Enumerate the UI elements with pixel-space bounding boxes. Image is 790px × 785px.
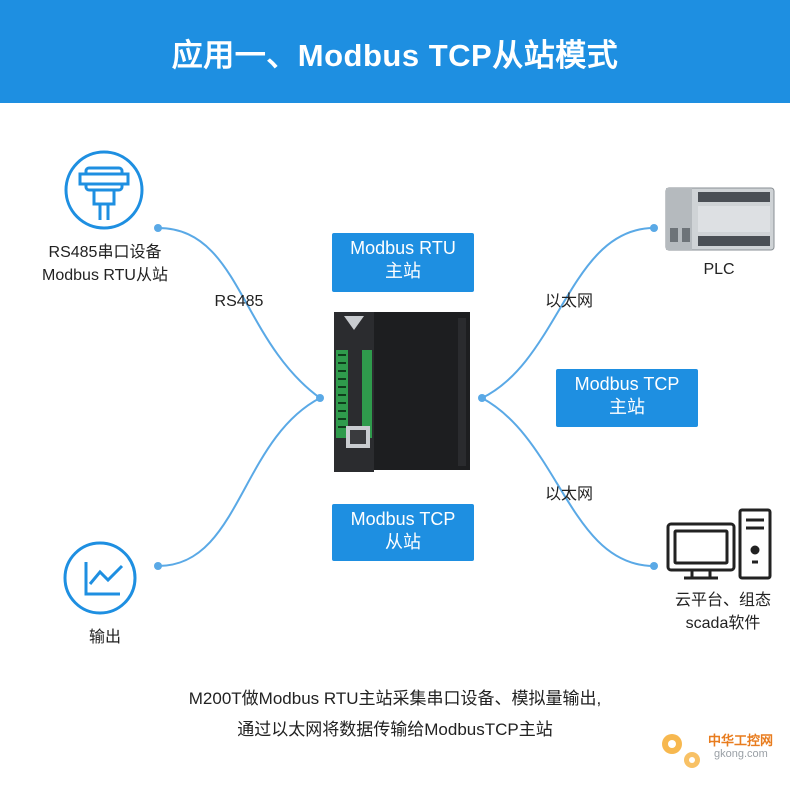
footer-line2: 通过以太网将数据传输给ModbusTCP主站	[237, 720, 553, 739]
serial-device-label: RS485串口设备 Modbus RTU从站	[30, 241, 180, 287]
link-serial	[157, 227, 321, 399]
serial-connector-icon	[64, 150, 144, 230]
ethernet-bottom-label: 以太网	[544, 486, 593, 503]
cloud-line1: 云平台、组态	[674, 592, 771, 609]
tcp-master-box: Modbus TCP 主站	[556, 369, 698, 427]
rtu-master-line1: Modbus RTU	[350, 238, 456, 258]
connector-lines	[157, 227, 655, 567]
watermark-url: gkong.com	[714, 748, 768, 760]
rtu-master-line2: 主站	[385, 261, 421, 281]
tcp-master-line2: 主站	[609, 397, 645, 417]
connector-dots	[154, 224, 658, 570]
analog-output-label: 输出	[88, 629, 121, 646]
tcp-master-line1: Modbus TCP	[574, 374, 680, 394]
footer-line1: M200T做Modbus RTU主站采集串口设备、模拟量输出,	[188, 689, 602, 708]
rs485-link-label: RS485	[214, 293, 264, 310]
tcp-slave-line1: Modbus TCP	[350, 509, 456, 529]
link-cloud	[481, 397, 655, 567]
computer-icon	[666, 508, 772, 580]
link-analog	[157, 397, 321, 567]
line-chart-icon	[63, 541, 137, 615]
plc-label: PLC	[703, 261, 735, 278]
io-module-icon	[334, 312, 470, 472]
rtu-master-box: Modbus RTU 主站	[332, 233, 474, 292]
plc-device-icon	[665, 187, 775, 251]
serial-device-line2: Modbus RTU从站	[42, 267, 168, 284]
gear-icon	[662, 734, 700, 768]
ethernet-top-label: 以太网	[544, 293, 593, 310]
watermark: 中华工控网 gkong.com	[656, 722, 790, 780]
serial-device-line1: RS485串口设备	[48, 244, 162, 261]
link-plc	[481, 227, 655, 399]
cloud-label: 云平台、组态 scada软件	[658, 589, 788, 635]
cloud-line2: scada软件	[685, 615, 761, 632]
tcp-slave-box: Modbus TCP 从站	[332, 504, 474, 561]
page-title: 应用一、Modbus TCP从站模式	[171, 38, 619, 73]
footer-description: M200T做Modbus RTU主站采集串口设备、模拟量输出, 通过以太网将数据…	[0, 683, 790, 745]
header-banner: 应用一、Modbus TCP从站模式	[0, 0, 790, 103]
watermark-text: 中华工控网	[708, 733, 774, 748]
tcp-slave-line2: 从站	[385, 532, 421, 552]
